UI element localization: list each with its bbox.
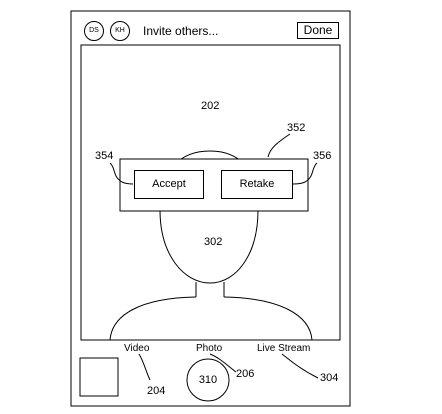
mode-photo[interactable]: Photo — [196, 343, 223, 354]
camera-viewfinder — [80, 44, 341, 341]
person-shoulders — [109, 296, 313, 341]
leader-206 — [209, 353, 237, 373]
invite-others-link[interactable]: Invite others... — [143, 24, 219, 38]
shutter-button-outline — [186, 358, 230, 402]
done-button[interactable]: Done — [297, 22, 339, 39]
device-frame — [70, 10, 351, 407]
leader-304 — [281, 353, 319, 379]
ref-202: 202 — [201, 100, 220, 112]
ref-356: 356 — [313, 150, 332, 162]
mode-video[interactable]: Video — [124, 343, 150, 354]
leader-204 — [138, 353, 151, 381]
ref-204: 204 — [147, 385, 166, 397]
retake-button[interactable]: Retake — [221, 170, 293, 199]
gallery-thumbnail — [79, 357, 119, 397]
accept-button[interactable]: Accept — [134, 170, 204, 199]
ref-206: 206 — [236, 368, 255, 380]
leader-356 — [292, 162, 318, 185]
shutter-button[interactable]: 310 — [198, 374, 218, 386]
mode-live-stream[interactable]: Live Stream — [257, 343, 311, 354]
ref-352: 352 — [287, 122, 306, 134]
leader-352 — [267, 133, 291, 158]
avatar-kh[interactable]: KH — [110, 21, 130, 41]
ref-304: 304 — [320, 372, 339, 384]
ref-354: 354 — [95, 150, 114, 162]
avatar-ds[interactable]: DS — [84, 21, 104, 41]
person-neck — [195, 282, 225, 297]
ref-302: 302 — [204, 236, 223, 248]
leader-354 — [109, 162, 134, 185]
